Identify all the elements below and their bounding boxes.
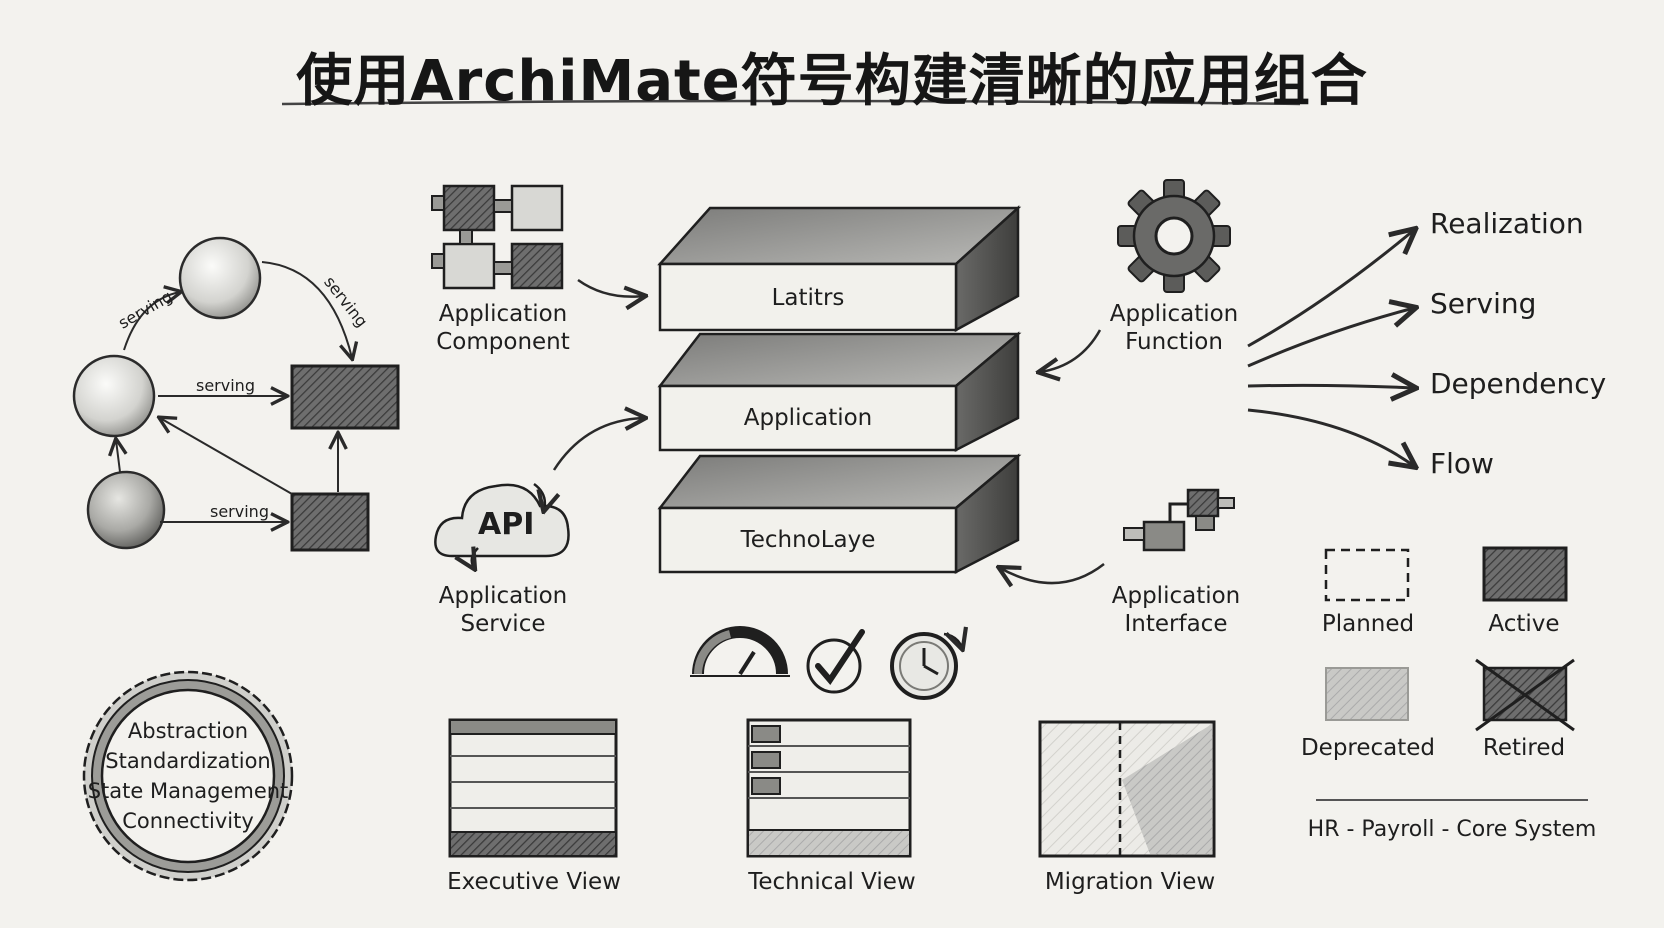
interface-icon xyxy=(1123,488,1235,552)
migration-view-thumb xyxy=(1038,720,1216,858)
seal-line-standardization: Standardization xyxy=(105,749,271,773)
seal-line-connectivity: Connectivity xyxy=(122,809,254,833)
network-edge xyxy=(116,440,120,473)
service-label-line2: Service xyxy=(460,611,546,637)
gear-icon xyxy=(1117,179,1231,293)
executive-view-label: Executive View xyxy=(447,869,621,895)
api-icon-label: API xyxy=(478,507,535,542)
state-legend xyxy=(1316,546,1588,801)
migration-view-label: Migration View xyxy=(1044,869,1216,895)
component-icon xyxy=(431,184,564,290)
layer-2-front xyxy=(658,384,958,452)
relation-realization: Realization xyxy=(1430,207,1584,240)
network-box-top xyxy=(290,364,400,430)
clock-icon xyxy=(890,634,962,700)
state-active-swatch xyxy=(1482,546,1568,602)
layer-1-label: Latitrs xyxy=(771,285,845,311)
executive-view-thumb xyxy=(448,718,618,858)
component-arrow xyxy=(577,278,644,297)
function-arrow xyxy=(1040,329,1102,372)
state-active-label: Active xyxy=(1488,611,1560,637)
network-box-bottom xyxy=(290,492,370,552)
network-edge xyxy=(261,261,352,358)
page-title: 使用ArchiMate符号构建清晰的应用组合 xyxy=(296,49,1368,114)
network-node-bottom xyxy=(86,470,166,550)
edge-label-serving: serving xyxy=(210,502,269,521)
service-label-line1: Application xyxy=(438,583,568,609)
component-label-line2: Component xyxy=(436,329,570,355)
api-cloud-icon xyxy=(434,482,570,568)
state-deprecated-swatch xyxy=(1325,667,1409,721)
layer-stack xyxy=(657,205,1022,575)
layer-2-label: Application xyxy=(743,405,873,431)
state-planned-label: Planned xyxy=(1321,611,1415,637)
interface-label-line2: Interface xyxy=(1124,611,1228,637)
state-deprecated-label: Deprecated xyxy=(1300,735,1436,761)
relation-flow: Flow xyxy=(1430,447,1494,480)
function-label-line2: Function xyxy=(1125,329,1223,355)
serving-network xyxy=(72,236,400,552)
service-arrow xyxy=(552,418,644,471)
component-label-line1: Application xyxy=(438,301,568,327)
state-planned-swatch xyxy=(1324,548,1410,602)
technical-view-label: Technical View xyxy=(748,869,916,895)
network-edge xyxy=(160,418,293,495)
technical-view-thumb xyxy=(746,718,912,858)
checkmark-icon xyxy=(806,629,865,694)
relation-dependency: Dependency xyxy=(1430,367,1607,400)
edge-label-serving: serving xyxy=(196,376,255,395)
layer-3-label: TechnoLaye xyxy=(740,527,876,553)
interface-arrow xyxy=(1000,563,1105,583)
layer-3-front xyxy=(658,506,958,574)
layer-1-front xyxy=(658,262,958,332)
network-edge xyxy=(123,292,180,351)
function-label-line1: Application xyxy=(1109,301,1239,327)
relation-arrows xyxy=(1247,230,1414,466)
network-node-top xyxy=(178,236,262,320)
state-retired-label: Retired xyxy=(1482,735,1566,761)
title-underline xyxy=(281,99,1301,106)
gauge-icon xyxy=(690,626,790,677)
seal-line-abstraction: Abstraction xyxy=(127,719,249,743)
system-name-label: HR - Payroll - Core System xyxy=(1307,817,1597,842)
seal-line-state-management: State Management xyxy=(87,779,289,803)
seal-badge xyxy=(82,670,294,882)
relation-serving: Serving xyxy=(1430,287,1537,320)
network-node-left xyxy=(72,354,156,438)
interface-label-line1: Application xyxy=(1111,583,1241,609)
